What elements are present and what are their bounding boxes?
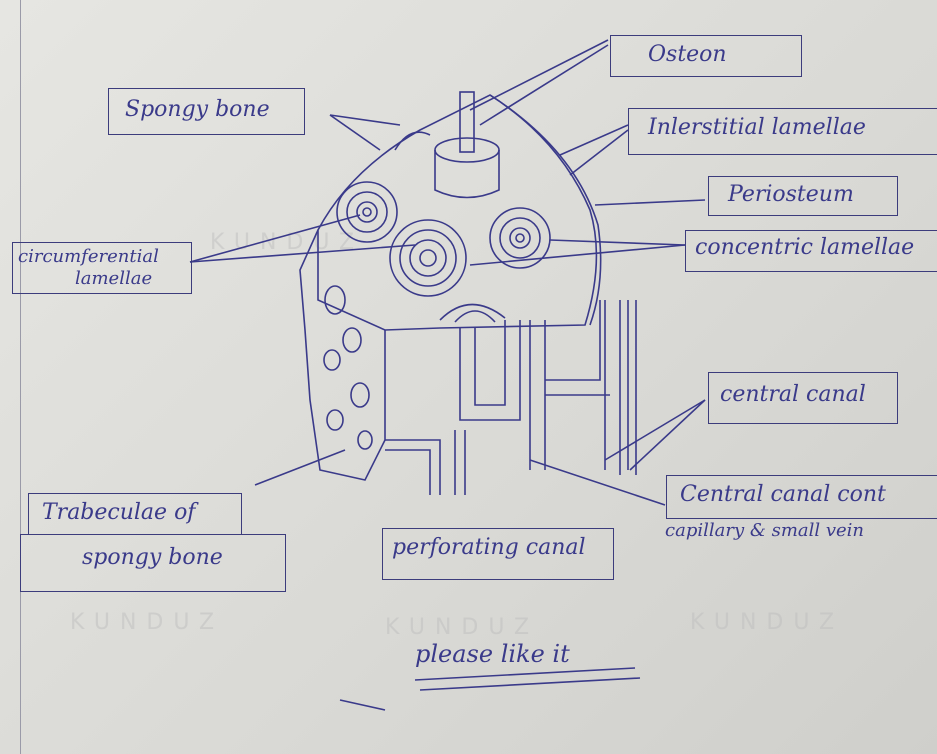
osteon-cylinder — [434, 91, 500, 199]
label-osteon: Osteon — [648, 42, 727, 67]
watermark: KUNDUZ — [690, 610, 845, 635]
spongy-bone — [299, 229, 386, 481]
watermark: KUNDUZ — [385, 615, 540, 640]
label-trabeculae-spongy-bone: spongy bone — [82, 545, 223, 570]
label-box-spongy-bone — [108, 88, 305, 135]
label-interstitial-lamellae: Inlerstitial lamellae — [648, 115, 866, 140]
compact-bone-wedge — [317, 94, 598, 331]
label-box-concentric-lamellae — [685, 230, 937, 272]
label-box-perforating-canal — [382, 528, 614, 580]
label-box-interstitial-lamellae — [628, 108, 937, 155]
label-spongy-bone: Spongy bone — [125, 97, 270, 122]
label-box-periosteum — [708, 176, 898, 216]
watermark: KUNDUZ — [70, 610, 225, 635]
label-box-circumferential-lamellae — [12, 242, 192, 294]
label-trabeculae: Trabeculae of — [42, 500, 196, 525]
label-box-central-canal-contents — [666, 475, 937, 519]
label-periosteum: Periosteum — [728, 182, 854, 207]
label-capillary-small-vein: capillary & small vein — [665, 520, 865, 541]
footer-note: please like it — [415, 640, 570, 668]
label-circumferential-lamellae-line1: circumferential — [18, 246, 159, 267]
label-box-trabeculae-spongy-bone — [20, 534, 286, 592]
label-box-osteon — [610, 35, 802, 77]
label-circumferential-lamellae-line2: lamellae — [75, 268, 153, 289]
label-central-canal-contents: Central canal cont — [680, 482, 886, 507]
label-perforating-canal: perforating canal — [392, 535, 586, 560]
leader-lines — [189, 39, 706, 711]
periosteum-outline — [489, 94, 602, 326]
osteon-rings — [336, 131, 551, 323]
label-box-central-canal — [708, 372, 898, 424]
canals — [385, 300, 637, 495]
margin-line — [20, 0, 21, 754]
label-concentric-lamellae: concentric lamellae — [695, 235, 915, 260]
label-central-canal: central canal — [720, 382, 866, 407]
